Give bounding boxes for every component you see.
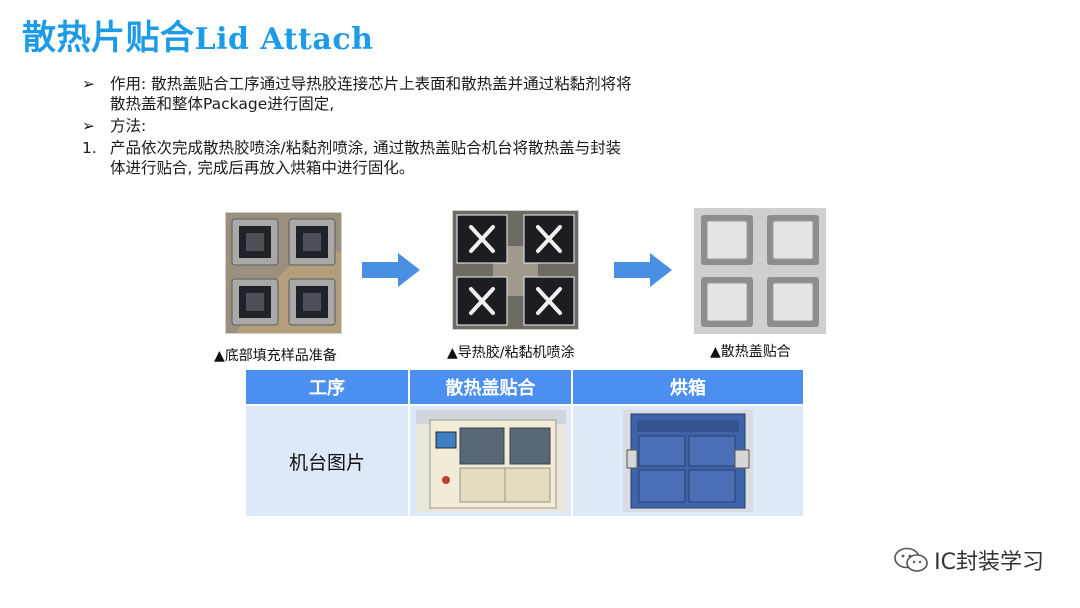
header-lid-attach: 散热盖贴合 (409, 370, 573, 405)
oven-machine-image (623, 410, 753, 512)
step-caption-lid-attach: ▲散热盖贴合 (710, 344, 791, 360)
row-label: 机台图片 (288, 451, 365, 474)
process-arrow-icon (362, 253, 420, 287)
bullet-method: ➢ 方法: (82, 116, 762, 136)
step-text: 产品依次完成散热胶喷涂/粘黏剂喷涂, 通过散热盖贴合机台将散热盖与封装 (110, 139, 622, 157)
header-oven: 烘箱 (572, 370, 803, 405)
number-marker: 1. (82, 139, 97, 157)
lid-attach-machine-cell (409, 404, 573, 516)
slide-title: 散热片贴合Lid Attach (22, 10, 373, 59)
lid-attached-photo (694, 208, 826, 334)
header-process: 工序 (246, 370, 410, 405)
step-text: 体进行贴合, 完成后再放入烘箱中进行固化。 (110, 159, 415, 177)
step-caption-dispense: ▲导热胶/粘黏机喷涂 (447, 345, 575, 361)
watermark-text: IC封装学习 (934, 550, 1044, 575)
chip-tray-photo (225, 212, 342, 334)
table-row: 机台图片 (246, 404, 803, 516)
wechat-watermark: IC封装学习 (894, 544, 1044, 576)
bullet-text: 方法: (110, 117, 147, 135)
bullet-list: ➢ 作用: 散热盖贴合工序通过导热胶连接芯片上表面和散热盖并通过粘黏剂将将 散热… (82, 74, 762, 178)
adhesive-dispense-photo (452, 210, 579, 330)
bullet-text: 散热盖和整体Package进行固定, (110, 95, 335, 113)
bullet-purpose: ➢ 作用: 散热盖贴合工序通过导热胶连接芯片上表面和散热盖并通过粘黏剂将将 散热… (82, 74, 762, 114)
bullet-text: 作用: 散热盖贴合工序通过导热胶连接芯片上表面和散热盖并通过粘黏剂将将 (110, 75, 632, 93)
row-label-cell: 机台图片 (246, 404, 410, 516)
table-header-row: 工序 散热盖贴合 烘箱 (246, 370, 803, 405)
bullet-marker: ➢ (82, 75, 95, 93)
lid-attach-machine-image (415, 410, 566, 512)
oven-machine-cell (572, 404, 803, 516)
step-caption-underfill: ▲底部填充样品准备 (214, 348, 337, 364)
bullet-marker: ➢ (82, 117, 95, 135)
equipment-table: 工序 散热盖贴合 烘箱 机台图片 (246, 370, 803, 516)
process-arrow-icon (614, 253, 672, 287)
title-en: Lid Attach (194, 22, 374, 57)
numbered-step: 1. 产品依次完成散热胶喷涂/粘黏剂喷涂, 通过散热盖贴合机台将散热盖与封装 体… (82, 138, 762, 178)
title-cn: 散热片贴合 (22, 18, 195, 58)
wechat-icon (894, 547, 928, 572)
